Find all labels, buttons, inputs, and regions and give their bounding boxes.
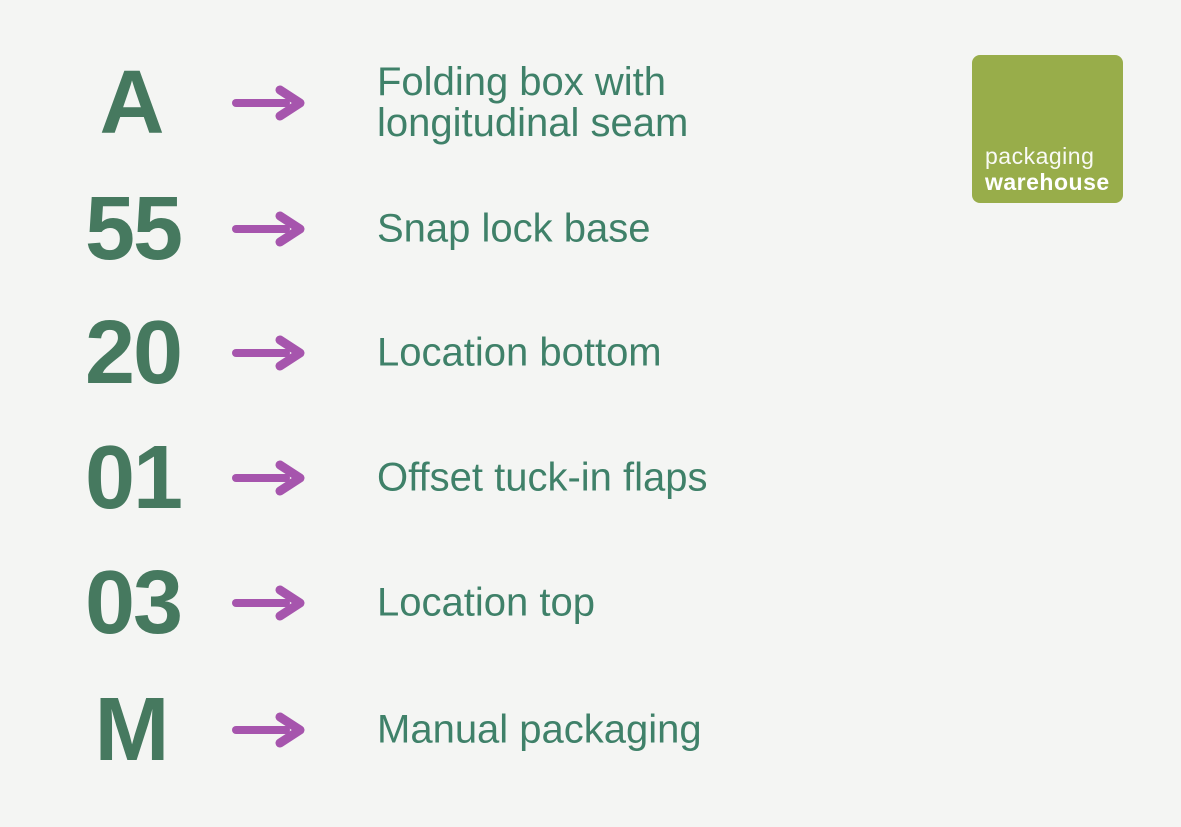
packaging-warehouse-logo: packaging warehouse — [972, 55, 1123, 203]
row-label: Location bottom — [377, 330, 662, 375]
legend-row: 03 Location top — [0, 540, 1181, 666]
row-code: 03 — [85, 553, 183, 653]
logo-line-packaging: packaging — [985, 143, 1095, 169]
legend-row: 20 Location bottom — [0, 290, 1181, 416]
logo-line-warehouse: warehouse — [985, 169, 1110, 195]
logo-text: packaging warehouse — [985, 143, 1110, 195]
legend-row: 55 Snap lock base — [0, 166, 1181, 292]
row-code: M — [94, 680, 170, 780]
arrow-right-icon — [230, 84, 310, 122]
row-label: Location top — [377, 580, 595, 625]
arrow-right-icon — [230, 334, 310, 372]
arrow-right-icon — [230, 459, 310, 497]
row-code: 20 — [85, 303, 183, 403]
legend-row: M Manual packaging — [0, 667, 1181, 793]
arrow-right-icon — [230, 711, 310, 749]
row-label: Offset tuck-in flaps — [377, 455, 708, 500]
row-label: Manual packaging — [377, 707, 702, 752]
arrow-right-icon — [230, 210, 310, 248]
row-code: 55 — [85, 179, 183, 279]
row-code: A — [99, 53, 165, 153]
row-code: 01 — [85, 428, 183, 528]
legend-row: 01 Offset tuck-in flaps — [0, 415, 1181, 541]
row-label: Folding box with longitudinal seam — [377, 60, 689, 145]
arrow-right-icon — [230, 584, 310, 622]
legend-row: A Folding box with longitudinal seam — [0, 40, 1181, 166]
row-label: Snap lock base — [377, 206, 651, 251]
